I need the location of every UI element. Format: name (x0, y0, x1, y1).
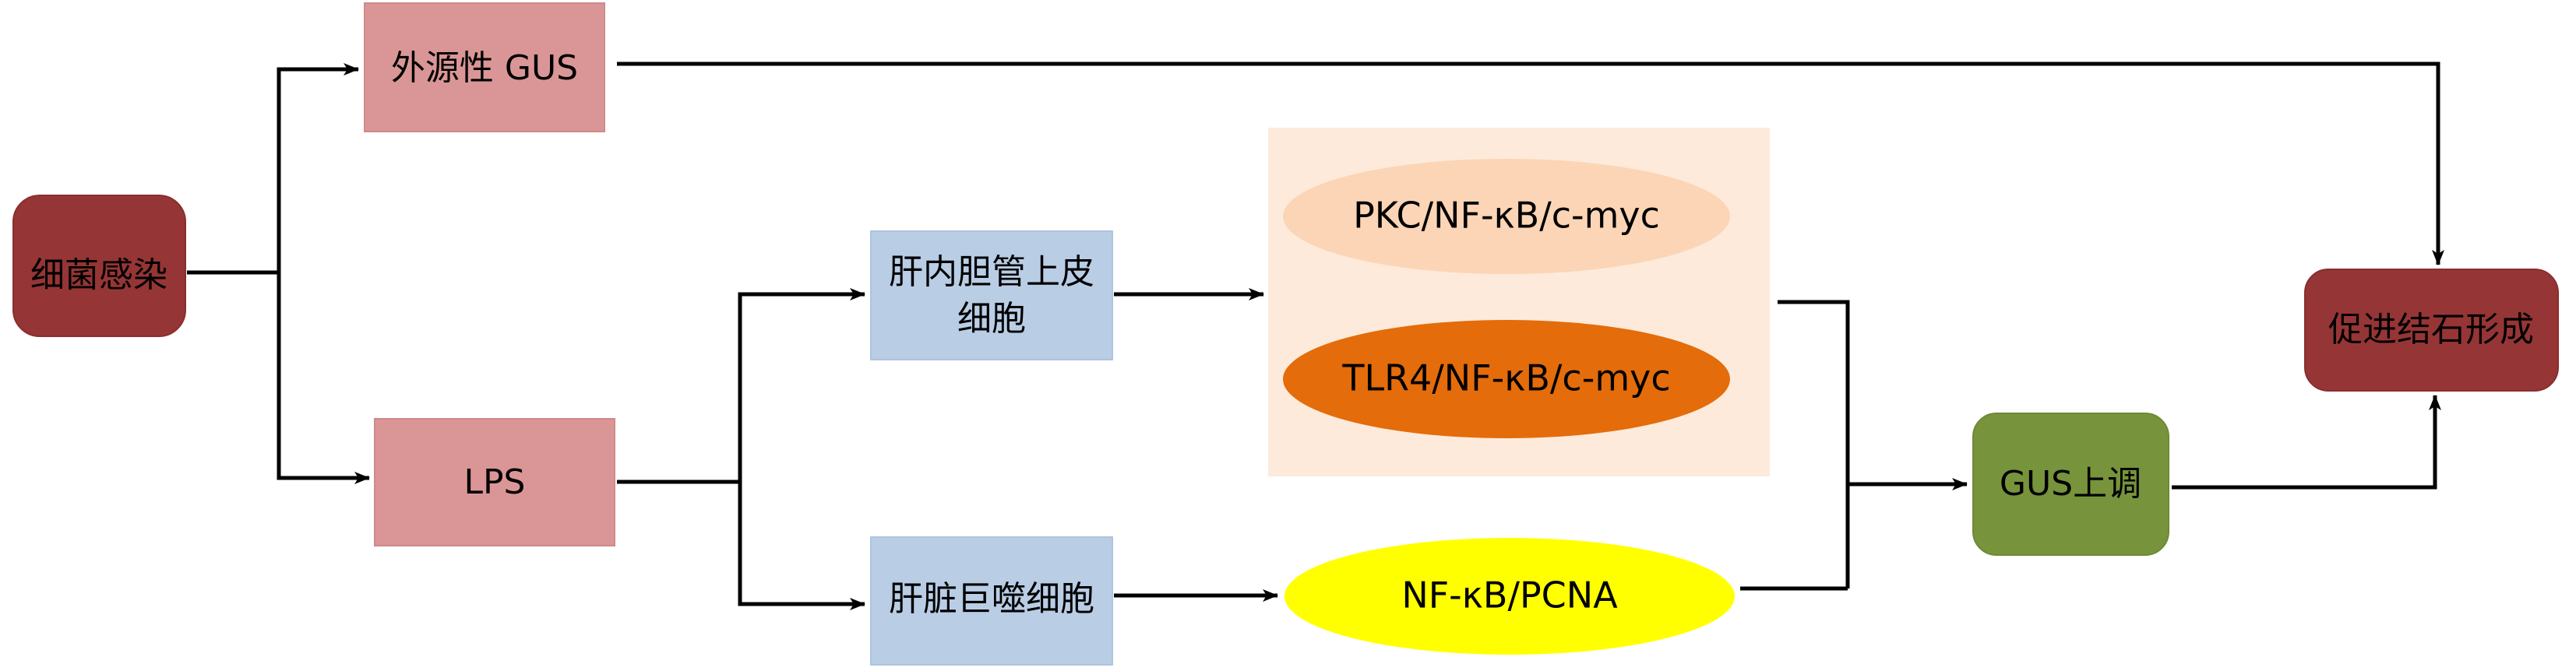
node-stone-formation[interactable]: 促进结石形成 (2304, 269, 2559, 392)
node-shape (2304, 269, 2559, 392)
node-label: TLR4/NF-κB/c-myc (1341, 357, 1670, 399)
node-bacterial-infection[interactable]: 细菌感染 (12, 195, 186, 337)
node-shape (870, 536, 1113, 666)
node-label: 肝脏巨噬细胞 (889, 579, 1094, 619)
node-shape (1284, 538, 1735, 655)
edge-infection-to-lps (277, 272, 370, 484)
node-label: LPS (464, 462, 526, 502)
node-kupffer-cells[interactable]: 肝脏巨噬细胞 (870, 536, 1113, 666)
node-shape (12, 195, 186, 337)
node-shape (1972, 413, 2169, 556)
edge-pathway-group-out (1778, 300, 1850, 588)
node-gus-upregulation[interactable]: GUS上调 (1972, 413, 2169, 556)
node-shape (364, 2, 605, 132)
node-tlr4-pathway[interactable]: TLR4/NF-κB/c-myc (1283, 320, 1730, 438)
node-label: 促进结石形成 (2328, 310, 2534, 350)
edge-lps-to-kupffer (738, 482, 865, 610)
node-shape (374, 418, 615, 546)
node-lps[interactable]: LPS (374, 418, 615, 546)
edge-exogenous-gus-to-stone (617, 61, 2444, 265)
node-label: PKC/NF-κB/c-myc (1353, 195, 1660, 237)
edge-lps-to-biliary (738, 288, 865, 482)
node-pkc-pathway[interactable]: PKC/NF-κB/c-myc (1283, 159, 1730, 274)
node-biliary-epithelial-cells[interactable]: 肝内胆管上皮 细胞 (870, 230, 1113, 360)
connectors (187, 61, 2444, 610)
node-shape (1283, 320, 1730, 438)
node-label: 外源性 GUS (391, 48, 578, 88)
node-pcna-pathway[interactable]: NF-κB/PCNA (1284, 538, 1735, 655)
node-shape (870, 230, 1113, 360)
node-label-line2: 细胞 (957, 299, 1026, 339)
edge-infection-to-exogenous-gus (277, 63, 359, 272)
node-exogenous-gus[interactable]: 外源性 GUS (364, 2, 605, 132)
node-shape (1283, 159, 1730, 274)
node-label-line1: 肝内胆管上皮 (889, 252, 1094, 292)
node-label: 细菌感染 (30, 255, 167, 295)
node-label: GUS上调 (2000, 464, 2141, 504)
node-label: NF-κB/PCNA (1401, 574, 1618, 617)
edge-gus-upregulation-to-stone (2172, 395, 2441, 490)
